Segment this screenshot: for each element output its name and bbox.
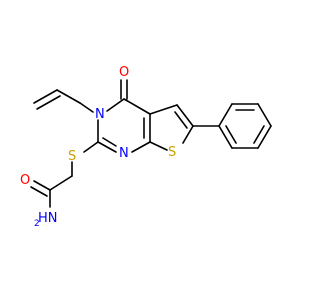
bond-allyl-c3-n xyxy=(79,102,94,113)
bond-n1-c2 xyxy=(97,141,117,153)
bond-c-o xyxy=(33,180,51,191)
bond-c2-s xyxy=(83,141,99,153)
bond-n3-c4 xyxy=(106,98,125,112)
atom-sulfur-thiophene: S xyxy=(168,145,176,160)
bond-ph-4-5 xyxy=(257,125,272,149)
atom-nitrogen-n1: N xyxy=(119,146,129,161)
amine-h-label: H xyxy=(38,211,48,226)
bond-c4a-c5 xyxy=(149,104,178,115)
amine-n-label: N xyxy=(48,211,58,226)
atom-labels: O N N S S O HN 2 xyxy=(20,65,176,229)
molecule-structure: O N N S S O HN 2 xyxy=(20,65,272,229)
bond-ph-3-4 xyxy=(257,103,272,127)
molecule-canvas: O N N S S O HN 2 xyxy=(20,65,272,229)
atom-sulfur-thioether: S xyxy=(68,149,76,164)
bond-ph-inner-b xyxy=(253,125,265,144)
atom-nitrogen-n3: N xyxy=(95,107,105,122)
bonds xyxy=(30,79,272,208)
bond-c6-s xyxy=(182,125,194,144)
bond-allyl-c1-c2-double xyxy=(36,95,61,110)
atom-oxygen-amide: O xyxy=(20,173,30,188)
atom-oxygen-carbonyl: O xyxy=(119,65,129,80)
bond-ph-1-2 xyxy=(218,103,233,127)
bond-ph-6-1 xyxy=(218,125,233,149)
bond-n1-c2-inner xyxy=(102,137,117,147)
bond-ch2-c xyxy=(49,175,73,191)
atom-nitrogen-amine: HN xyxy=(38,211,58,226)
bond-c4-c4a xyxy=(123,98,151,115)
bond-c5-c6 xyxy=(176,104,194,127)
bond-c7a-n1 xyxy=(131,141,151,153)
bond-s-c7a xyxy=(149,141,168,151)
amine-subscript-2: 2 xyxy=(34,219,40,229)
bond-allyl-c1-c2 xyxy=(33,89,58,104)
bond-allyl-c2-c3 xyxy=(56,89,81,104)
bond-c-o-double xyxy=(30,186,48,197)
bond-ph-inner-c xyxy=(225,125,237,144)
bond-c5-c6-inner xyxy=(174,111,188,129)
